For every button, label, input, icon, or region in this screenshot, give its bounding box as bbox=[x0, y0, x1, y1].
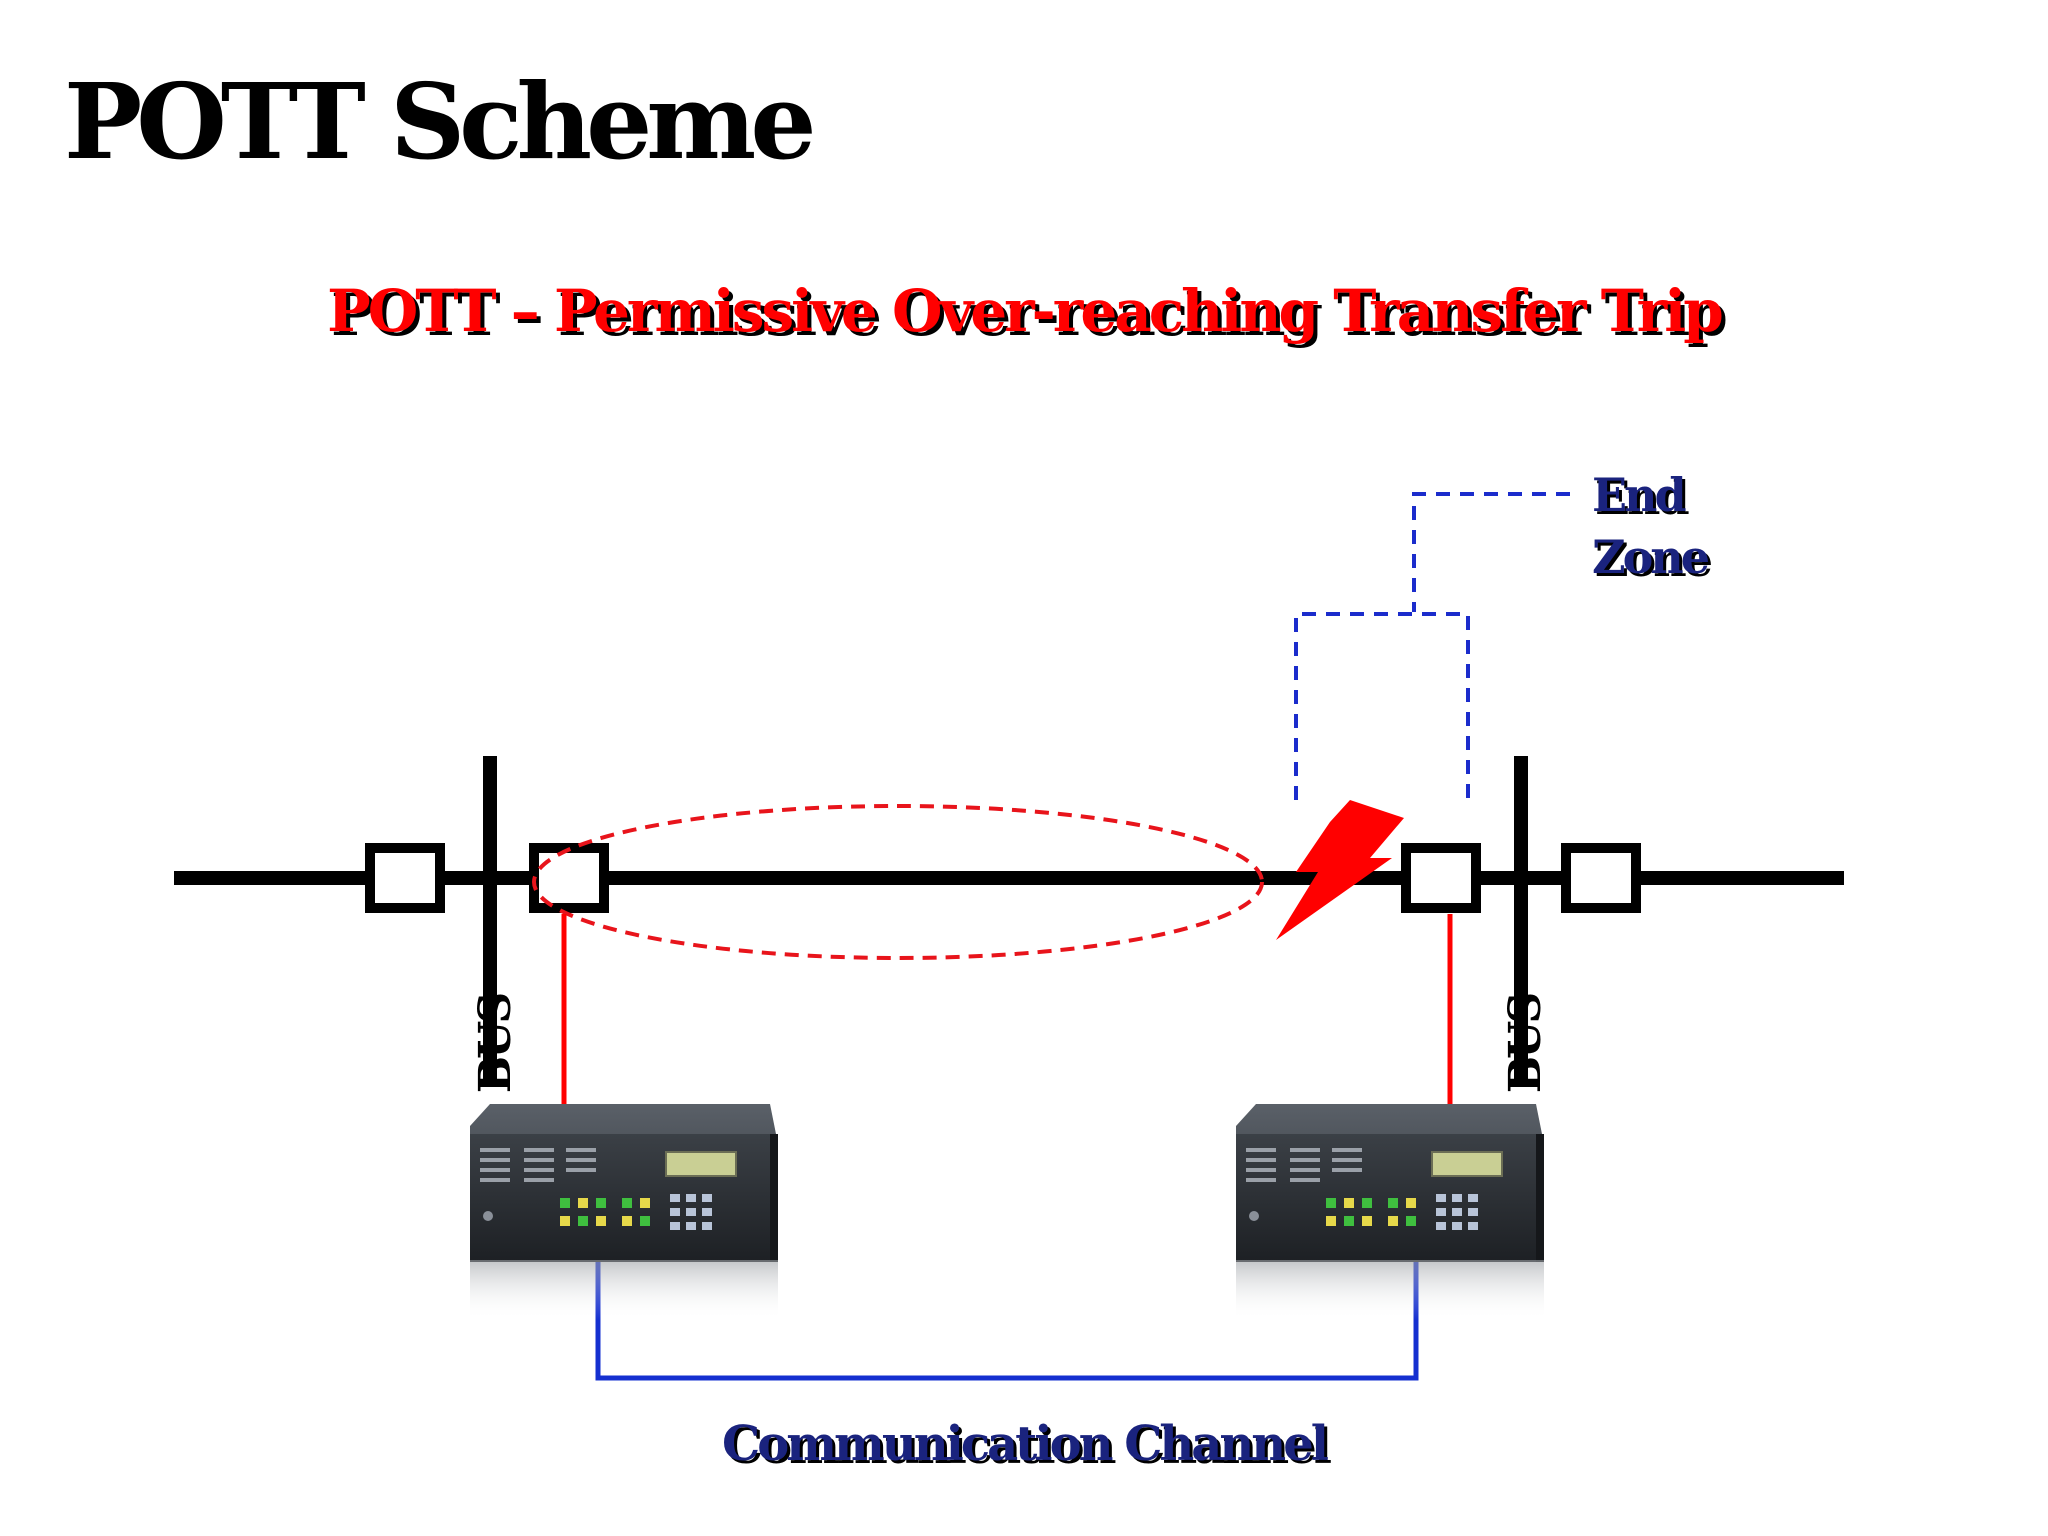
breakers bbox=[365, 843, 1641, 913]
end-zone-bracket bbox=[1294, 492, 1570, 800]
slide-title: POTT Scheme bbox=[64, 60, 816, 183]
relay-device-left bbox=[470, 1104, 778, 1320]
slide-subtitle: POTT – Permissive Over-reaching Transfer… bbox=[327, 277, 1724, 345]
breaker-left-outer bbox=[365, 843, 445, 913]
relay-device-right bbox=[1236, 1104, 1544, 1320]
end-zone-label-line2: Zone bbox=[1592, 530, 1710, 584]
lightning-bolt-icon bbox=[1276, 800, 1404, 940]
bus-label-right: BUS bbox=[1500, 994, 1551, 1094]
bus-label-left: BUS bbox=[470, 994, 521, 1094]
communication-channel-label: Communication Channel bbox=[722, 1416, 1329, 1472]
breaker-right-line bbox=[1401, 843, 1481, 913]
breaker-right-outer bbox=[1561, 843, 1641, 913]
end-zone-label: End Zone bbox=[1592, 464, 1710, 588]
end-zone-label-line1: End bbox=[1592, 468, 1687, 522]
overreach-zone-ellipse bbox=[532, 804, 1264, 960]
